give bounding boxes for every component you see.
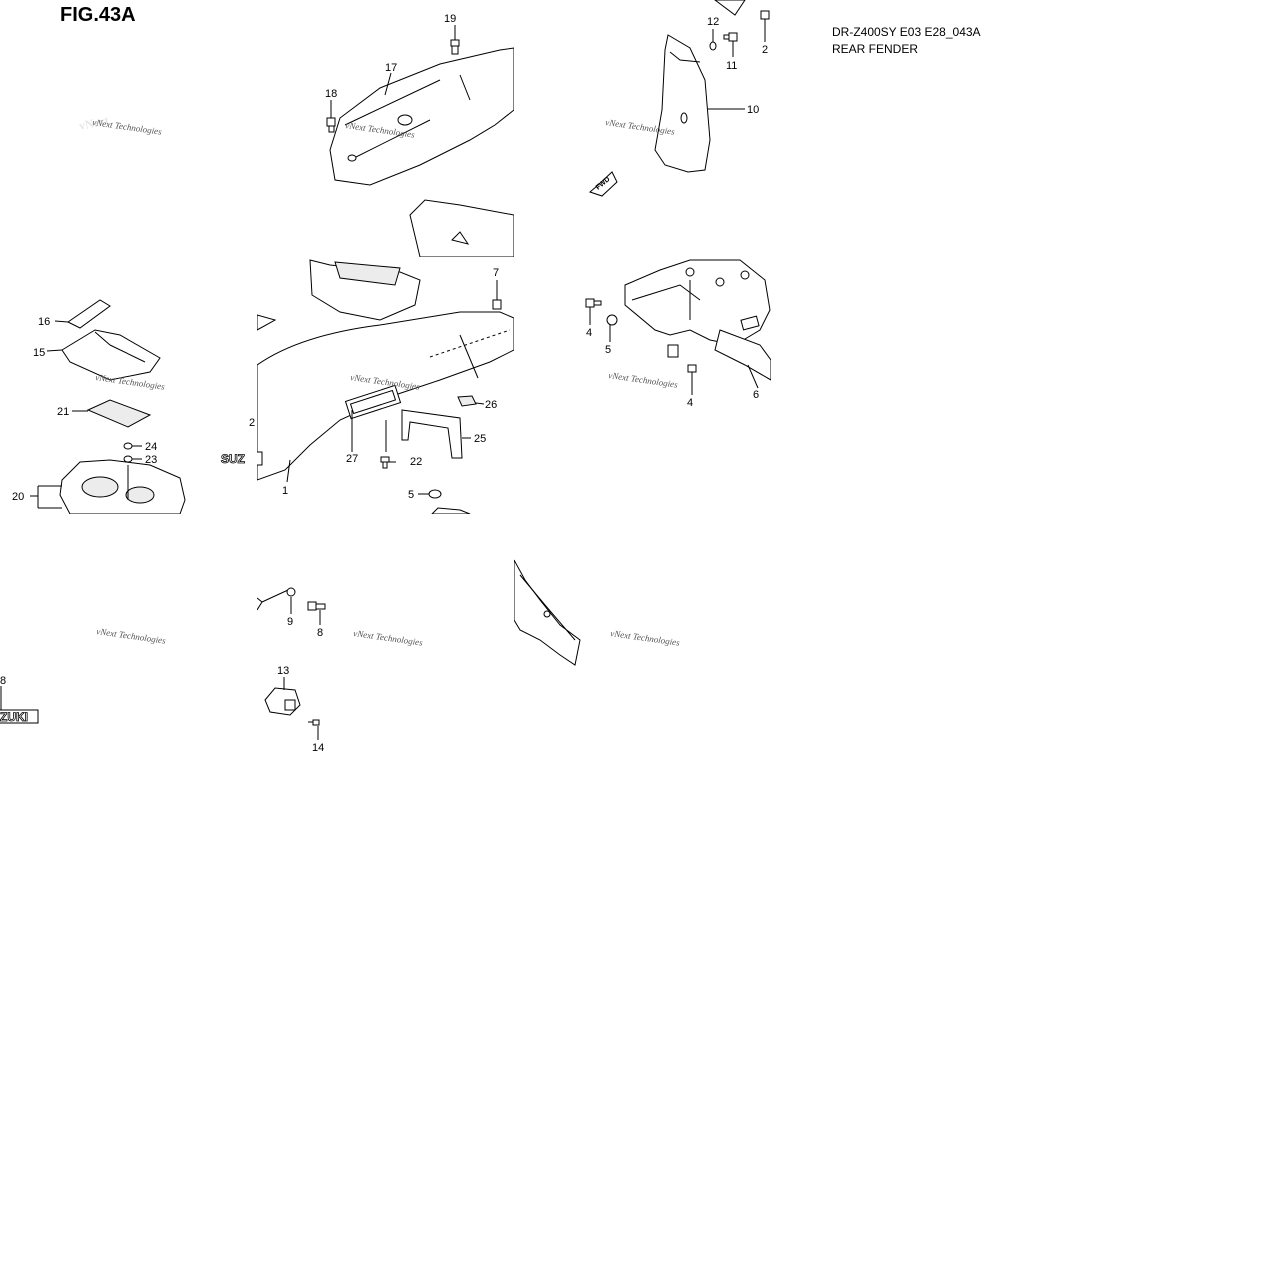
- tile-top-left: vNext vNext Technologies: [78, 113, 163, 137]
- watermark-text: vNext Technologies: [96, 626, 167, 646]
- tile-bottom-middle: vNext Technologies: [257, 587, 424, 740]
- watermark-text: vNext Technologies: [610, 628, 681, 648]
- assembly-name: REAR FENDER: [832, 42, 919, 56]
- callout-9: 9: [287, 616, 293, 628]
- strap-16: [67, 299, 111, 329]
- bolt-8: [307, 601, 326, 611]
- tray-20: [59, 459, 186, 514]
- callout-19: 19: [444, 13, 456, 25]
- callout-21: 21: [57, 406, 69, 418]
- callout-4: 4: [586, 327, 592, 339]
- tile-top-middle: vNext Technologies: [326, 25, 514, 257]
- model-code: DR-Z400SY E03 E28_043A: [832, 25, 981, 39]
- callout-18: 18: [325, 88, 337, 100]
- tool-bag-15: [61, 329, 161, 381]
- callout-12: 12: [707, 16, 719, 28]
- pad-26: [457, 395, 477, 407]
- callout-16: 16: [38, 316, 50, 328]
- suzuki-emblem-text: SUZ: [221, 452, 245, 466]
- bolt-18: [326, 117, 336, 133]
- callout-1: 1: [282, 485, 288, 497]
- callout-15: 15: [33, 347, 45, 359]
- suzuki-emblem-text: ZUKI: [0, 710, 28, 724]
- bracket-assembly: [624, 259, 771, 346]
- tile-middle-right: vNext Technologies: [585, 259, 771, 395]
- plate-21: [86, 399, 152, 428]
- callout-27: 27: [346, 453, 358, 465]
- callout-17: 17: [385, 62, 397, 74]
- figure-title: FIG.43A: [60, 4, 136, 26]
- rear-fender-part-17: [329, 47, 514, 186]
- tile-bottom-left: vNext Technologies: [0, 626, 167, 724]
- callout-2-top: 2: [762, 44, 768, 56]
- callout-8: 8: [317, 627, 323, 639]
- tile-bottom-right: vNext Technologies: [514, 559, 681, 666]
- grab-handle-25: [401, 409, 463, 459]
- washer-9: [286, 587, 296, 597]
- callout-26: 26: [485, 399, 497, 411]
- callout-labels: 19 17 18 12 11 2 10 7 16 15 21 24 23 20 …: [0, 13, 768, 754]
- mud-flap-10: [654, 34, 711, 173]
- tile-middle-middle: vNext Technologies: [257, 259, 514, 514]
- callout-6: 6: [753, 389, 759, 401]
- forward-arrow: [589, 171, 618, 197]
- watermark-text: vNext Technologies: [353, 628, 424, 648]
- callout-8-left: 8: [0, 675, 6, 687]
- watermark-text: vNext Technologies: [92, 117, 163, 137]
- callout-25: 25: [474, 433, 486, 445]
- callout-5-mid: 5: [408, 489, 414, 501]
- bolt-22: [380, 456, 390, 469]
- clip-7: [492, 299, 502, 310]
- callout-22: 22: [410, 456, 422, 468]
- callout-7: 7: [493, 267, 499, 279]
- callout-20: 20: [12, 491, 24, 503]
- callout-14: 14: [312, 742, 324, 754]
- svg-text:vNext: vNext: [78, 113, 110, 133]
- tile-middle-left: vNext Technologies: [30, 299, 186, 514]
- callout-4-lower: 4: [687, 397, 693, 409]
- bolt-19: [450, 39, 460, 55]
- callout-2: 2: [249, 417, 255, 429]
- callout-23: 23: [145, 454, 157, 466]
- tile-top-right: FWD vNext Technologies: [589, 0, 770, 197]
- callout-13: 13: [277, 665, 289, 677]
- callout-10: 10: [747, 104, 759, 116]
- callout-24: 24: [145, 441, 157, 453]
- watermark-text: vNext Technologies: [608, 370, 679, 390]
- screw-14: [308, 719, 320, 726]
- callout-5: 5: [605, 344, 611, 356]
- callout-11: 11: [726, 60, 737, 72]
